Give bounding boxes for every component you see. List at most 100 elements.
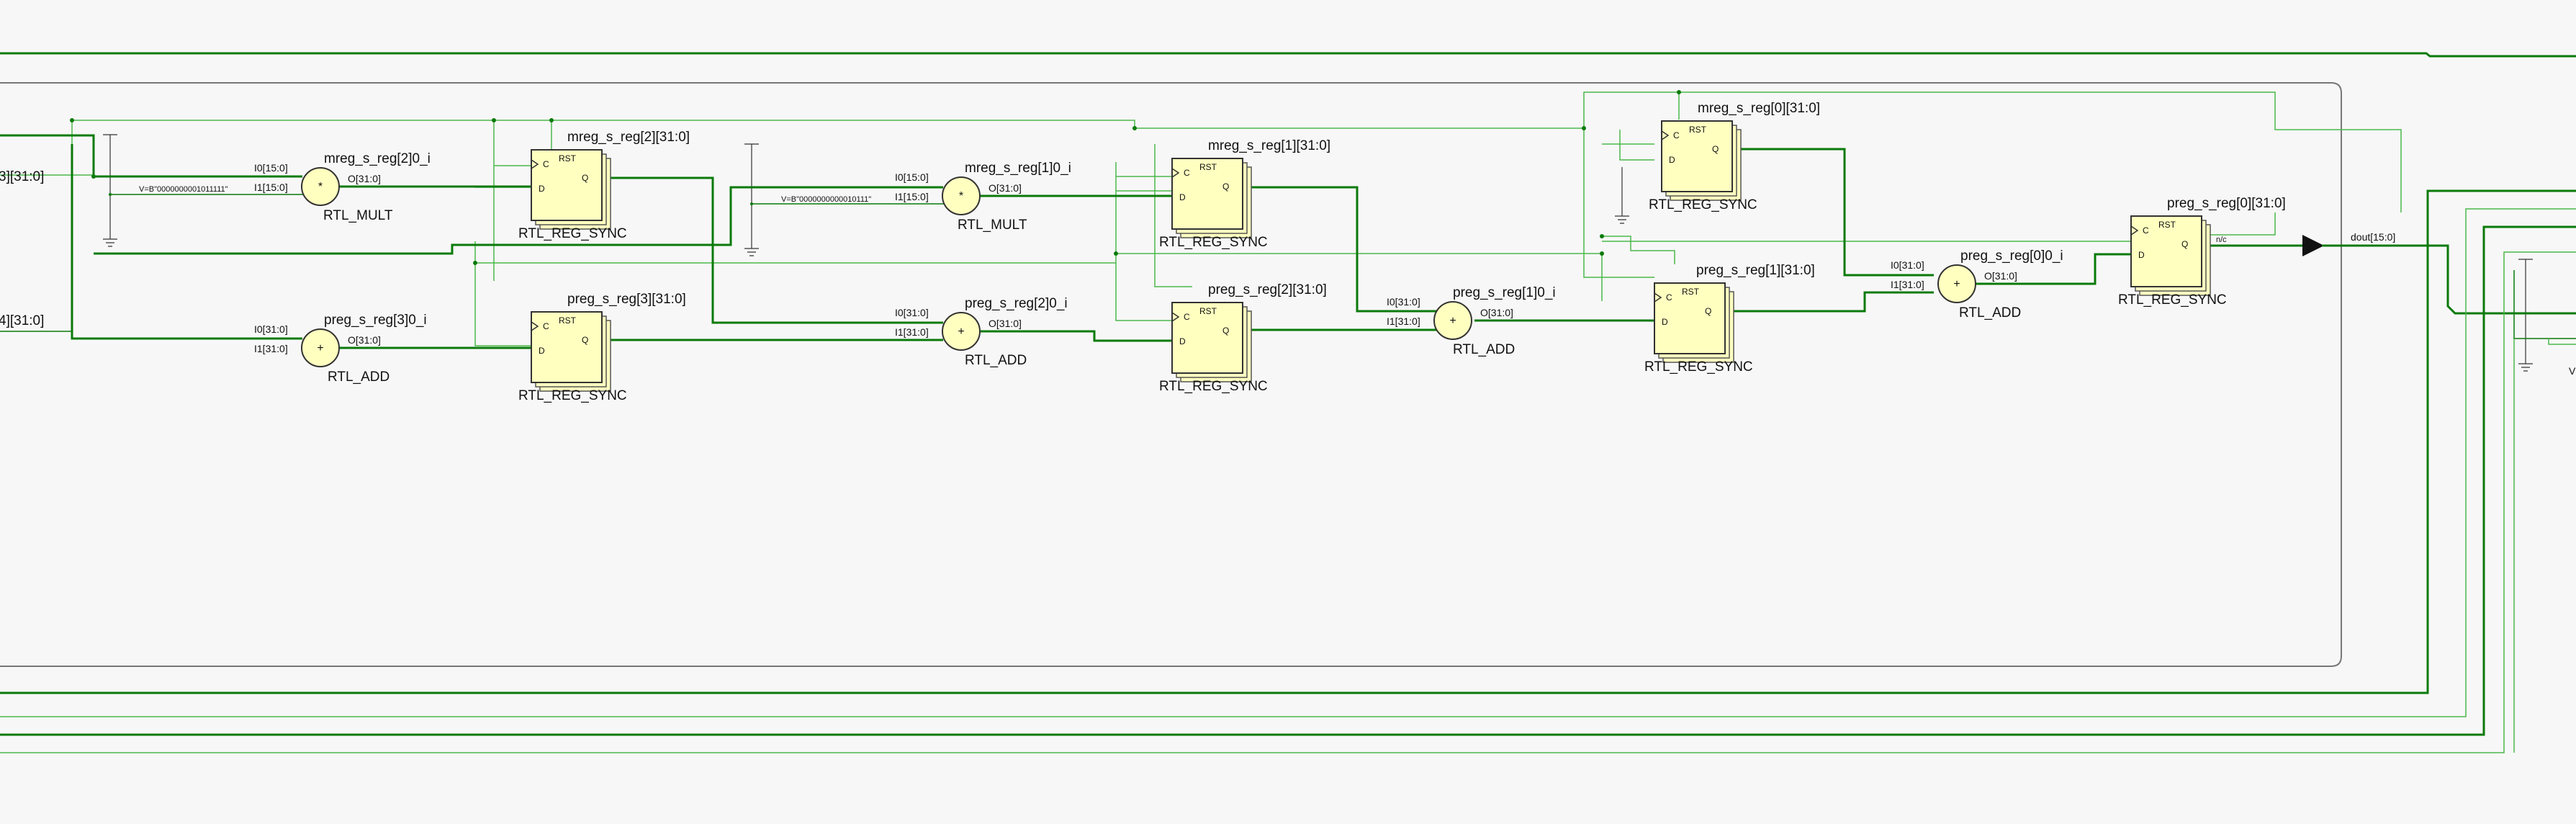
- in0-pin-label: I0[15:0]: [895, 171, 929, 183]
- in0-pin-label: I0[31:0]: [254, 323, 288, 335]
- op-symbol: *: [318, 181, 323, 193]
- cell-name: mreg_s_reg[0][31:0]: [1698, 101, 1820, 116]
- constant-label: V=B"0000000001011111": [139, 185, 228, 194]
- clk-pin-label: C: [543, 159, 549, 169]
- rst-pin-label: RST: [1689, 125, 1707, 135]
- d-pin-label: D: [539, 346, 545, 356]
- q-pin-label: Q: [582, 335, 588, 345]
- clk-pin-label: C: [2143, 225, 2149, 236]
- in0-pin-label: I0[31:0]: [895, 307, 929, 318]
- d-pin-label: D: [1662, 317, 1668, 327]
- d-pin-label: D: [1179, 336, 1186, 346]
- register-mreg1[interactable]: RST C D Q mreg_s_reg[1][31:0] RTL_REG_SY…: [1159, 138, 1330, 250]
- q-pin-label: Q: [1222, 326, 1229, 336]
- out-pin-label: O[31:0]: [348, 334, 381, 346]
- op-symbol: +: [317, 342, 323, 354]
- op-name: preg_s_reg[2]0_i: [965, 296, 1068, 311]
- in1-pin-label: I1[31:0]: [895, 326, 929, 338]
- cell-type: RTL_REG_SYNC: [518, 388, 627, 403]
- cell-type: RTL_REG_SYNC: [2118, 292, 2227, 308]
- q-pin-label: Q: [2181, 239, 2188, 249]
- cell-name: mreg_s_reg[1][31:0]: [1208, 138, 1330, 153]
- out-pin-label: O[31:0]: [1984, 270, 2017, 282]
- operator-add3[interactable]: + I0[31:0] I1[31:0] O[31:0] preg_s_reg[3…: [254, 313, 427, 385]
- in1-pin-label: I1[31:0]: [1891, 279, 1924, 290]
- input-net-label: 3][31:0]: [0, 169, 44, 184]
- output-port-label: dout[15:0]: [2351, 231, 2395, 243]
- cell-type: RTL_REG_SYNC: [1649, 197, 1757, 212]
- cell-name: mreg_s_reg[2][31:0]: [567, 130, 690, 145]
- constant-label: V=B"0000000000010111": [781, 195, 871, 204]
- in0-pin-label: I0[31:0]: [1387, 296, 1420, 308]
- op-type: RTL_ADD: [328, 370, 389, 385]
- op-type: RTL_ADD: [965, 353, 1027, 368]
- operator-mult2[interactable]: * I0[15:0] I1[15:0] O[31:0] mreg_s_reg[2…: [254, 151, 431, 223]
- d-pin-label: D: [2138, 250, 2145, 260]
- q-pin-label: Q: [582, 173, 588, 183]
- rst-pin-label: RST: [559, 153, 577, 164]
- clk-pin-label: C: [1673, 130, 1680, 140]
- in0-pin-label: I0[15:0]: [254, 162, 288, 174]
- q-pin-label: Q: [1222, 182, 1229, 192]
- op-symbol: +: [1449, 315, 1456, 327]
- q-pin-label: Q: [1712, 144, 1719, 154]
- in1-pin-label: I1[31:0]: [254, 343, 288, 354]
- d-pin-label: D: [539, 184, 545, 194]
- rst-pin-label: RST: [1199, 306, 1217, 316]
- out-pin-label: O[31:0]: [988, 318, 1022, 329]
- cell-type: RTL_REG_SYNC: [518, 226, 627, 241]
- input-net-label: 4][31:0]: [0, 313, 44, 328]
- d-pin-label: D: [1669, 155, 1675, 165]
- in1-pin-label: I1[15:0]: [254, 182, 288, 193]
- right-edge-label: V: [2569, 365, 2576, 377]
- in0-pin-label: I0[31:0]: [1891, 259, 1924, 271]
- op-name: preg_s_reg[0]0_i: [1960, 248, 2063, 264]
- hierarchy-block-border: [0, 82, 2342, 667]
- rst-pin-label: RST: [1199, 162, 1217, 172]
- in1-pin-label: I1[31:0]: [1387, 315, 1420, 327]
- op-name: preg_s_reg[1]0_i: [1453, 285, 1556, 300]
- nc-label: n/c: [2216, 236, 2227, 244]
- out-pin-label: O[31:0]: [348, 173, 381, 184]
- op-name: mreg_s_reg[2]0_i: [324, 151, 431, 166]
- op-type: RTL_ADD: [1453, 342, 1515, 357]
- clk-pin-label: C: [1184, 168, 1190, 178]
- operator-add1[interactable]: + I0[31:0] I1[31:0] O[31:0] preg_s_reg[1…: [1387, 285, 1556, 357]
- clk-pin-label: C: [1666, 292, 1672, 303]
- out-pin-label: O[31:0]: [988, 182, 1022, 194]
- op-type: RTL_MULT: [323, 208, 393, 223]
- op-type: RTL_MULT: [958, 218, 1027, 233]
- register-preg0[interactable]: RST C D Q preg_s_reg[0][31:0] RTL_REG_SY…: [2118, 196, 2286, 308]
- operator-mult1[interactable]: * I0[15:0] I1[15:0] O[31:0] mreg_s_reg[1…: [895, 161, 1071, 233]
- cell-type: RTL_REG_SYNC: [1159, 235, 1268, 250]
- cell-name: preg_s_reg[0][31:0]: [2167, 196, 2286, 211]
- rst-pin-label: RST: [2158, 220, 2176, 230]
- cell-type: RTL_REG_SYNC: [1644, 359, 1753, 375]
- in1-pin-label: I1[15:0]: [895, 191, 929, 202]
- rst-pin-label: RST: [559, 315, 577, 326]
- operator-add0[interactable]: + I0[31:0] I1[31:0] O[31:0] preg_s_reg[0…: [1891, 248, 2063, 321]
- operator-add2[interactable]: + I0[31:0] I1[31:0] O[31:0] preg_s_reg[2…: [895, 296, 1068, 368]
- op-symbol: +: [958, 326, 964, 338]
- op-name: preg_s_reg[3]0_i: [324, 313, 427, 328]
- cell-name: preg_s_reg[1][31:0]: [1696, 263, 1815, 278]
- d-pin-label: D: [1179, 192, 1186, 202]
- register-mreg0[interactable]: RST C D Q mreg_s_reg[0][31:0] RTL_REG_SY…: [1649, 101, 1820, 212]
- clk-pin-label: C: [1184, 312, 1190, 322]
- op-type: RTL_ADD: [1959, 305, 2021, 321]
- output-port[interactable]: [2312, 241, 2322, 251]
- register-preg3[interactable]: RST C D Q preg_s_reg[3][31:0] RTL_REG_SY…: [518, 292, 686, 403]
- register-preg2[interactable]: RST C D Q preg_s_reg[2][31:0] RTL_REG_SY…: [1159, 282, 1327, 394]
- register-preg1[interactable]: RST C D Q preg_s_reg[1][31:0] RTL_REG_SY…: [1644, 263, 1815, 375]
- op-symbol: +: [1953, 278, 1960, 290]
- out-pin-label: O[31:0]: [1480, 307, 1513, 318]
- op-name: mreg_s_reg[1]0_i: [965, 161, 1071, 176]
- cell-name: preg_s_reg[2][31:0]: [1208, 282, 1327, 297]
- register-mreg2[interactable]: RST C D Q mreg_s_reg[2][31:0] RTL_REG_SY…: [518, 130, 690, 241]
- op-symbol: *: [959, 190, 963, 202]
- rst-pin-label: RST: [1682, 287, 1700, 297]
- clk-pin-label: C: [543, 321, 549, 331]
- cell-type: RTL_REG_SYNC: [1159, 379, 1268, 394]
- cell-name: preg_s_reg[3][31:0]: [567, 292, 686, 307]
